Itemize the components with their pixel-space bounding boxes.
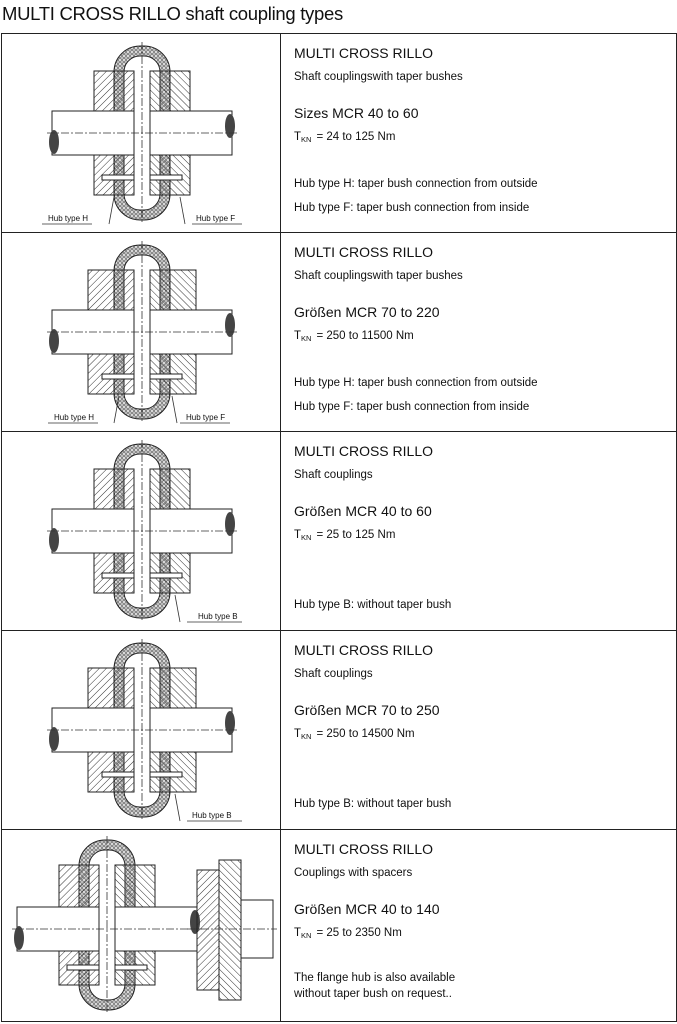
coupling-drawing-cell bbox=[2, 830, 281, 1021]
torque-symbol: T bbox=[294, 330, 302, 342]
shaft-break bbox=[49, 528, 59, 552]
flange-hub bbox=[218, 859, 242, 1001]
flange-hub bbox=[196, 869, 220, 991]
coupling-drawing bbox=[42, 42, 242, 225]
table-row: MULTI CROSS RILLO Couplings with spacers… bbox=[2, 829, 676, 1021]
table-row: Hub type H Hub type F MULTI CROSS RILLO … bbox=[2, 232, 676, 431]
note: Hub type F: taper bush connection from i… bbox=[294, 202, 530, 214]
bolt bbox=[101, 771, 135, 778]
leader-line bbox=[113, 395, 120, 424]
hub-label: Hub type H bbox=[48, 214, 89, 223]
shaft-break bbox=[225, 512, 235, 536]
note-line: without taper bush on request.. bbox=[294, 988, 452, 1000]
table-row: Hub type H Hub type F MULTI CROSS RILLO … bbox=[2, 34, 676, 232]
product-subtitle: Shaft couplings bbox=[294, 469, 373, 481]
hub-label: Hub type H bbox=[54, 413, 95, 422]
table-row: Hub type B MULTI CROSS RILLO Shaft coupl… bbox=[2, 431, 676, 630]
torque-value: = 250 to 11500 Nm bbox=[316, 330, 414, 342]
torque-range: TKN = 24 to 125 Nm bbox=[294, 131, 395, 144]
leader-line bbox=[174, 793, 181, 822]
size-range: Größen MCR 70 to 250 bbox=[294, 702, 440, 718]
page-title: MULTI CROSS RILLO shaft coupling types bbox=[2, 3, 343, 24]
torque-symbol: T bbox=[294, 927, 302, 939]
shaft-break bbox=[49, 130, 59, 154]
leader-line bbox=[179, 196, 186, 225]
note: Hub type H: taper bush connection from o… bbox=[294, 178, 538, 190]
note: Hub type B: without taper bush bbox=[294, 798, 452, 810]
shaft-break bbox=[225, 711, 235, 735]
torque-symbol: T bbox=[294, 728, 302, 740]
torque-range: TKN = 25 to 125 Nm bbox=[294, 529, 395, 542]
note-line: The flange hub is also available bbox=[294, 972, 456, 984]
size-range: Größen MCR 70 to 220 bbox=[294, 304, 440, 320]
leader-line bbox=[174, 594, 181, 623]
shaft-break bbox=[225, 114, 235, 138]
coupling-drawing bbox=[47, 440, 242, 623]
description-cell: MULTI CROSS RILLO Shaft couplings Größen… bbox=[281, 631, 676, 829]
torque-range: TKN = 250 to 14500 Nm bbox=[294, 728, 415, 741]
shaft-break bbox=[14, 926, 24, 950]
coupling-drawing-cell: Hub type H Hub type F bbox=[2, 34, 281, 232]
torque-range: TKN = 250 to 11500 Nm bbox=[294, 330, 414, 343]
torque-value: = 24 to 125 Nm bbox=[316, 131, 396, 143]
product-subtitle: Shaft couplings bbox=[294, 668, 373, 680]
torque-subscript: KN bbox=[301, 931, 312, 940]
description-cell: MULTI CROSS RILLO Shaft couplings Größen… bbox=[281, 432, 676, 630]
bolt bbox=[101, 572, 135, 579]
shaft-break bbox=[225, 313, 235, 337]
description-cell: MULTI CROSS RILLO Shaft couplingswith ta… bbox=[281, 233, 676, 431]
torque-subscript: KN bbox=[301, 334, 312, 343]
bolt bbox=[114, 964, 148, 971]
note: Hub type B: without taper bush bbox=[294, 599, 452, 611]
coupling-drawing-cell: Hub type B bbox=[2, 432, 281, 630]
product-subtitle: Shaft couplingswith taper bushes bbox=[294, 270, 463, 282]
torque-value: = 25 to 125 Nm bbox=[316, 529, 396, 541]
product-title: MULTI CROSS RILLO bbox=[294, 45, 433, 61]
coupling-types-table: Hub type H Hub type F MULTI CROSS RILLO … bbox=[1, 33, 677, 1022]
note: Hub type F: taper bush connection from i… bbox=[294, 401, 530, 413]
coupling-drawing-cell: Hub type H Hub type F bbox=[2, 233, 281, 431]
product-subtitle: Couplings with spacers bbox=[294, 867, 413, 879]
product-title: MULTI CROSS RILLO bbox=[294, 642, 433, 658]
hub-label: Hub type B bbox=[198, 612, 238, 621]
bolt bbox=[149, 572, 183, 579]
leader-line bbox=[108, 196, 115, 225]
hub-label: Hub type B bbox=[192, 811, 232, 820]
product-title: MULTI CROSS RILLO bbox=[294, 244, 433, 260]
bolt bbox=[101, 373, 135, 380]
leader-line bbox=[171, 395, 178, 424]
torque-symbol: T bbox=[294, 131, 302, 143]
torque-subscript: KN bbox=[301, 135, 312, 144]
size-range: Größen MCR 40 to 140 bbox=[294, 901, 440, 917]
bolt bbox=[66, 964, 100, 971]
torque-value: = 250 to 14500 Nm bbox=[316, 728, 415, 740]
torque-symbol: T bbox=[294, 529, 302, 541]
torque-subscript: KN bbox=[301, 732, 312, 741]
note: The flange hub is also available without … bbox=[294, 970, 455, 1002]
size-range: Größen MCR 40 to 60 bbox=[294, 503, 432, 519]
product-title: MULTI CROSS RILLO bbox=[294, 443, 433, 459]
product-subtitle: Shaft couplingswith taper bushes bbox=[294, 71, 463, 83]
torque-value: = 25 to 2350 Nm bbox=[316, 927, 402, 939]
torque-range: TKN = 25 to 2350 Nm bbox=[294, 927, 402, 940]
coupling-drawing-cell: Hub type B bbox=[2, 631, 281, 829]
size-range: Sizes MCR 40 to 60 bbox=[294, 105, 419, 121]
description-cell: MULTI CROSS RILLO Couplings with spacers… bbox=[281, 830, 676, 1021]
hub-label: Hub type F bbox=[186, 413, 226, 422]
bolt bbox=[149, 771, 183, 778]
torque-subscript: KN bbox=[301, 533, 312, 542]
hub-label: Hub type F bbox=[196, 214, 236, 223]
description-cell: MULTI CROSS RILLO Shaft couplingswith ta… bbox=[281, 34, 676, 232]
bolt bbox=[101, 174, 135, 181]
shaft-break bbox=[49, 727, 59, 751]
bolt bbox=[149, 373, 183, 380]
shaft-break bbox=[49, 329, 59, 353]
table-row: Hub type B MULTI CROSS RILLO Shaft coupl… bbox=[2, 630, 676, 829]
coupling-drawing bbox=[47, 639, 242, 822]
coupling-drawing bbox=[12, 836, 277, 1014]
note: Hub type H: taper bush connection from o… bbox=[294, 377, 538, 389]
bolt bbox=[149, 174, 183, 181]
product-title: MULTI CROSS RILLO bbox=[294, 841, 433, 857]
coupling-drawing bbox=[47, 241, 237, 424]
